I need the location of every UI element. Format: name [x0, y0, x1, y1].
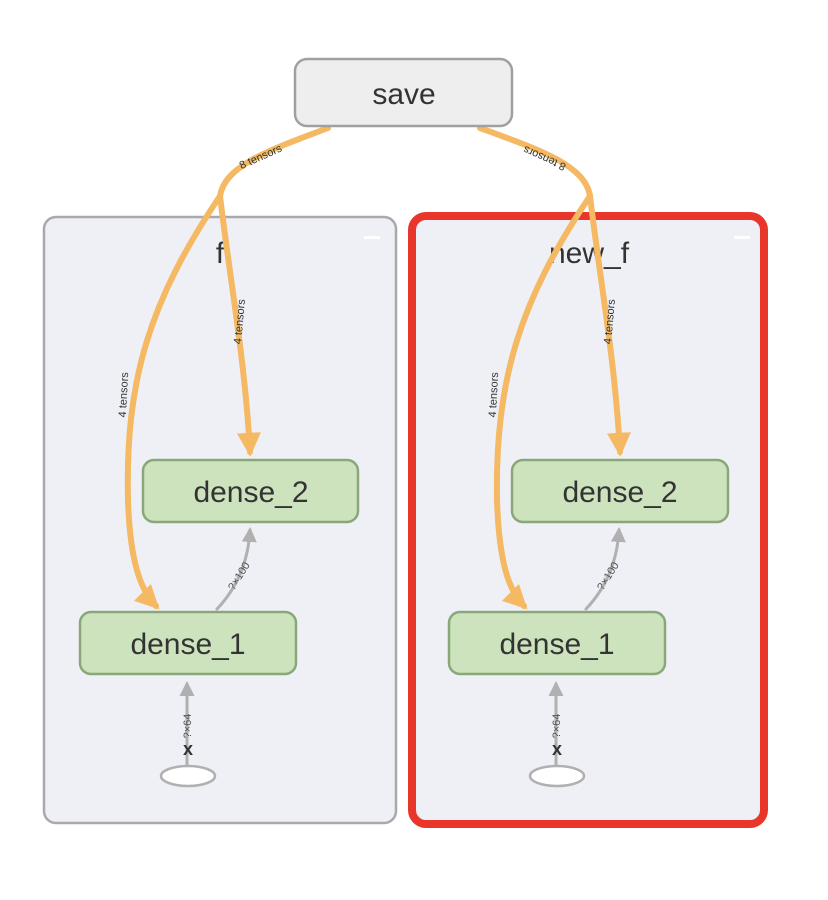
edge-save-to-f — [217, 125, 331, 199]
node-x-new-f-label: x — [552, 739, 562, 759]
node-save-label: save — [372, 78, 435, 111]
edge-dense-1-to-dense-2-f — [215, 527, 257, 611]
edge-label-new-f-to-dense-2: 4 tensors — [602, 298, 618, 345]
collapse-button-new-f[interactable] — [734, 236, 750, 239]
node-dense-2-new-f-label: dense_2 — [562, 476, 677, 509]
node-x-new-f[interactable]: x — [528, 739, 586, 788]
edge-new-f-to-dense-2 — [587, 193, 631, 457]
node-x-f-label: x — [183, 739, 193, 759]
ref-edges — [124, 125, 631, 610]
node-dense-1-f-label: dense_1 — [130, 628, 245, 661]
edge-new-f-to-dense-1 — [493, 193, 593, 610]
dim-label-x-to-dense-1-new-f: ?×64 — [551, 714, 563, 739]
node-dense-2-f-label: dense_2 — [193, 476, 308, 509]
node-dense-1-new-f[interactable]: dense_1 — [447, 610, 667, 676]
edge-label-save-to-f: 8 tensors — [238, 142, 285, 172]
node-save[interactable]: save — [293, 57, 514, 128]
node-x-f[interactable]: x — [159, 739, 217, 788]
edge-label-f-to-dense-1: 4 tensors — [117, 371, 131, 417]
edge-label-save-to-new-f: 8 tensors — [521, 143, 568, 173]
node-dense-1-f[interactable]: dense_1 — [78, 610, 298, 676]
node-dense-1-new-f-label: dense_1 — [499, 628, 614, 661]
edge-f-to-dense-2 — [217, 193, 261, 457]
node-dense-2-f[interactable]: dense_2 — [141, 458, 360, 524]
edge-label-new-f-to-dense-1: 4 tensors — [487, 371, 501, 417]
dim-label-x-to-dense-1-f: ?×64 — [182, 714, 194, 739]
edge-dense-1-to-dense-2-new-f — [584, 527, 626, 611]
edge-save-to-new-f — [477, 125, 593, 199]
collapse-button-f[interactable] — [364, 236, 380, 239]
node-dense-2-new-f[interactable]: dense_2 — [510, 458, 730, 524]
edge-label-f-to-dense-2: 4 tensors — [232, 298, 248, 345]
group-label-f: f — [216, 237, 225, 270]
edge-f-to-dense-1 — [124, 193, 223, 610]
data-edges — [179, 527, 626, 767]
